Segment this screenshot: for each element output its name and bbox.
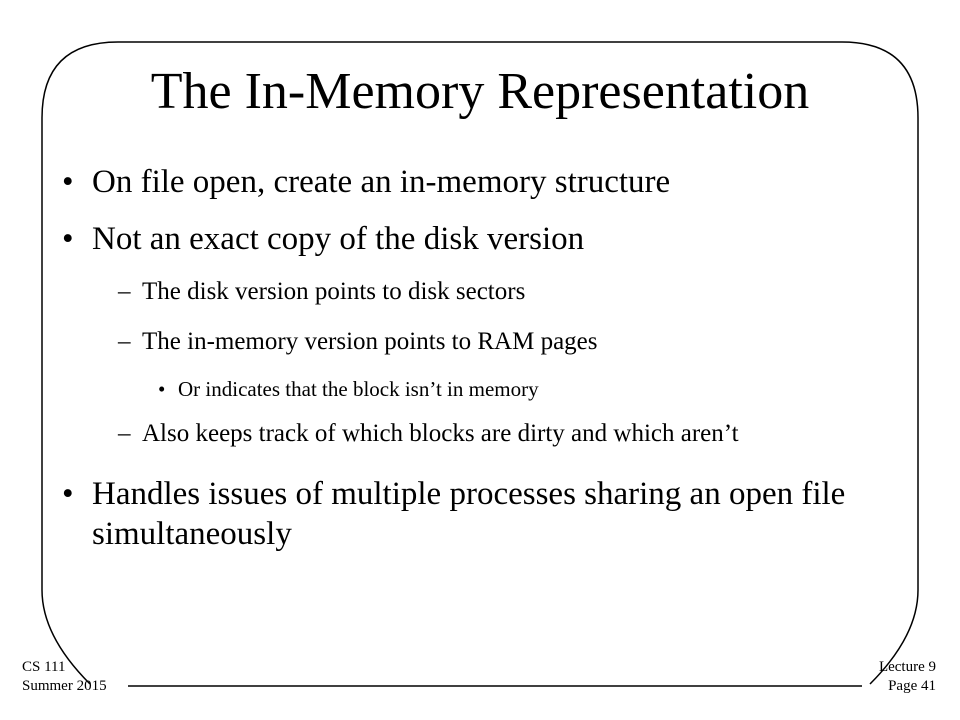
bullet-text: Handles issues of multiple processes sha… — [92, 476, 846, 552]
small-bullet-marker: • — [158, 377, 166, 401]
bullet-text: Not an exact copy of the disk version — [92, 221, 585, 257]
subbullet-text: The in-memory version points to RAM page… — [142, 328, 598, 355]
course-term: Summer 2015 — [22, 678, 107, 694]
footer-page-info: Lecture 9 Page 41 — [879, 658, 936, 696]
sub-subbullet-text: Or indicates that the block isn’t in mem… — [178, 377, 539, 401]
bullet-item: • Handles issues of multiple processes s… — [62, 474, 862, 554]
slide-title: The In-Memory Representation — [150, 63, 810, 120]
sub-subbullet-item: • Or indicates that the block isn’t in m… — [62, 376, 862, 402]
dash-marker: – — [118, 420, 131, 447]
bullet-text: On file open, create an in-memory struct… — [92, 164, 671, 200]
dash-marker: – — [118, 278, 131, 305]
subbullet-item: – The in-memory version points to RAM pa… — [62, 326, 862, 357]
footer-course-info: CS 111 Summer 2015 — [22, 658, 107, 696]
subbullet-text: Also keeps track of which blocks are dir… — [142, 420, 739, 447]
bullet-marker: • — [62, 164, 74, 200]
bullet-marker: • — [62, 221, 74, 257]
page-number: Page 41 — [888, 678, 936, 694]
rounded-frame-outline — [41, 41, 919, 685]
course-name: CS 111 — [22, 659, 66, 675]
bullet-item: • On file open, create an in-memory stru… — [62, 162, 862, 202]
dash-marker: – — [118, 328, 131, 355]
subbullet-text: The disk version points to disk sectors — [142, 278, 526, 305]
bullet-item: • Not an exact copy of the disk version — [62, 219, 862, 259]
lecture-number: Lecture 9 — [878, 659, 936, 675]
bullet-marker: • — [62, 476, 74, 512]
subbullet-item: – The disk version points to disk sector… — [62, 276, 862, 307]
bullet-list: • On file open, create an in-memory stru… — [62, 162, 862, 571]
subbullet-item: – Also keeps track of which blocks are d… — [62, 418, 862, 449]
